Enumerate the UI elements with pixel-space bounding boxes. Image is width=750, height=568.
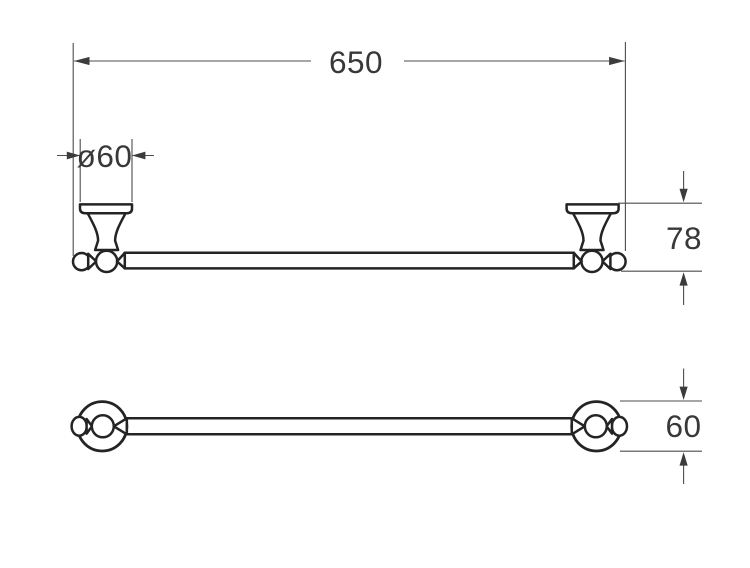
arrowhead-right — [609, 56, 625, 66]
arrowhead-left — [74, 56, 90, 66]
mount-depth-label: 60 — [665, 408, 701, 444]
right-rosette-plan — [570, 400, 629, 453]
left-rosette-plan — [70, 400, 129, 453]
flange-diameter-label: ø60 — [77, 138, 133, 174]
arrowhead-left — [66, 151, 81, 160]
overall-length-label: 650 — [329, 44, 383, 80]
arrowhead-down — [679, 188, 688, 203]
dimension-flange-diameter: ø60 — [57, 138, 154, 202]
arrowhead-up — [679, 272, 688, 286]
front-view — [71, 203, 627, 274]
arrowhead-down — [679, 386, 688, 400]
towel-bar-plan — [125, 417, 574, 436]
arrowhead-up — [679, 452, 688, 466]
towel-bar — [123, 251, 576, 270]
plan-view — [70, 400, 629, 453]
right-bracket-front — [565, 203, 627, 274]
mount-height-label: 78 — [666, 220, 702, 256]
dimension-mount-depth: 60 — [620, 368, 702, 484]
left-bracket-front — [71, 203, 134, 274]
arrowhead-right — [132, 151, 146, 160]
dimension-mount-height: 78 — [618, 171, 702, 305]
dimension-overall-length: 650 — [72, 42, 626, 256]
